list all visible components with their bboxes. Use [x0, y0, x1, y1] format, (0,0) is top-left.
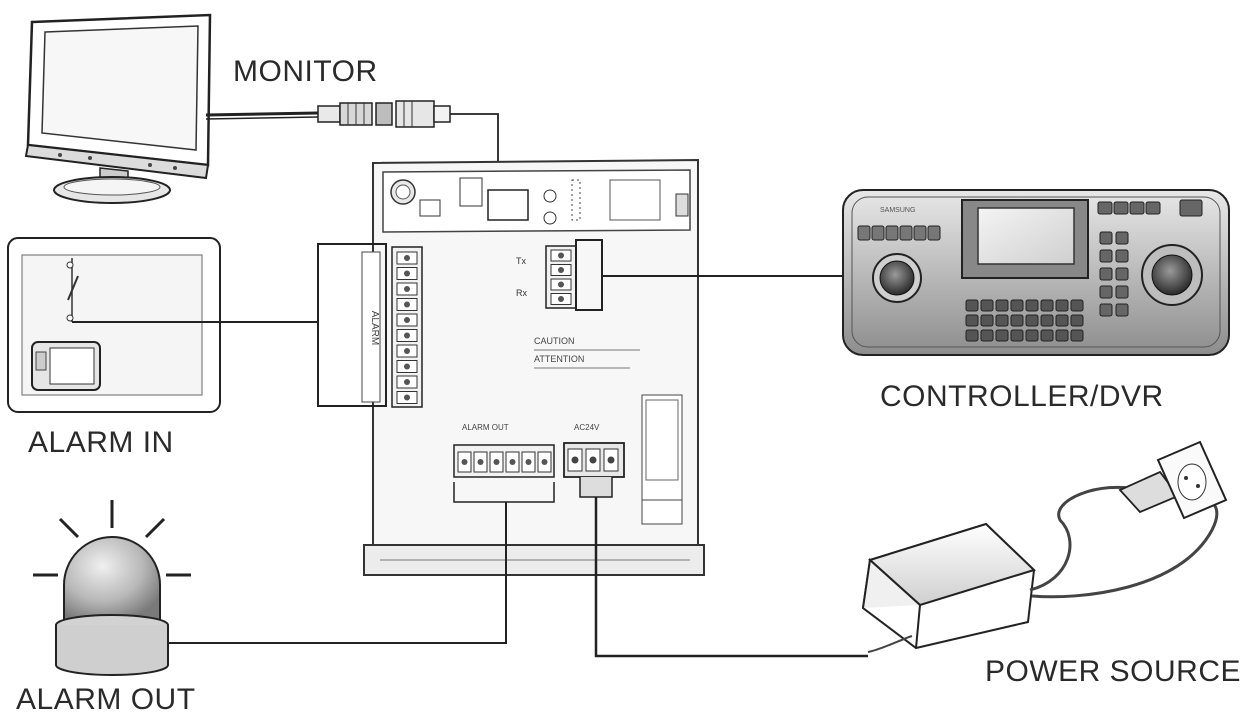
keypad-key [1040, 299, 1054, 312]
controller-button [1099, 285, 1113, 299]
terminal-screw [404, 332, 410, 339]
alarm-out-label: ALARM OUT [16, 683, 196, 716]
keypad-key [1040, 314, 1054, 327]
keypad-key [1010, 314, 1024, 327]
keypad-key [1025, 314, 1039, 327]
terminal-screw [525, 459, 532, 465]
controller-button [1115, 303, 1129, 317]
controller-button [871, 225, 885, 241]
controller-button [1115, 231, 1129, 245]
svg-text:Tx: Tx [516, 256, 526, 266]
power-block-text: AC24V [574, 423, 600, 432]
controller-button [1115, 285, 1129, 299]
terminal-screw [558, 252, 564, 259]
keypad-key [1010, 299, 1024, 312]
keypad-key [1070, 299, 1084, 312]
terminal-screw [477, 459, 484, 465]
keypad-key [1025, 329, 1039, 342]
keypad-key [980, 299, 994, 312]
keypad-key [965, 329, 979, 342]
controller-brand-text: SAMSUNG [880, 207, 915, 214]
terminal-screw [404, 286, 410, 292]
alarm-in-sensor [7, 237, 221, 413]
terminal-screw [404, 379, 410, 385]
keypad-key [1055, 329, 1069, 342]
keypad-key [980, 329, 994, 342]
terminal-screw [404, 317, 410, 323]
controller-button [1113, 201, 1129, 215]
controller-button [1099, 231, 1113, 245]
alarm-in-pins [396, 251, 418, 404]
keypad-key [995, 329, 1009, 342]
controller-button [1099, 249, 1113, 263]
keypad-key [1025, 299, 1039, 312]
keypad-key [1055, 299, 1069, 312]
controller-dvr-label: CONTROLLER/DVR [880, 380, 1164, 413]
terminal-screw [509, 459, 516, 465]
power-source-device [861, 440, 1228, 650]
terminal-screw [404, 255, 410, 261]
controller-button [1097, 201, 1113, 215]
terminal-screw [404, 363, 410, 370]
terminal-screw [493, 459, 500, 465]
controller-button [885, 225, 899, 241]
main-board: ALARM Tx Rx CAUTION ATTENTION ALARM OUT … [317, 158, 705, 576]
alarm-out-beacon [33, 500, 191, 676]
terminal-screw [461, 459, 468, 465]
controller-button [1129, 201, 1145, 215]
keypad-key [980, 314, 994, 327]
terminal-screw [558, 296, 564, 302]
controller-dvr-device: SAMSUNG [842, 189, 1230, 356]
keypad-key [1070, 314, 1084, 327]
power-wire [594, 497, 868, 658]
controller-button [1145, 201, 1161, 215]
terminal-screw [607, 456, 615, 464]
controller-button [1099, 267, 1113, 281]
terminal-screw [404, 270, 410, 277]
monitor-label: MONITOR [233, 55, 378, 88]
keypad-key [1055, 314, 1069, 327]
controller-button [899, 225, 913, 241]
alarm-out-wire [168, 502, 507, 644]
monitor-device [24, 13, 212, 204]
caution-text: CAUTION [534, 336, 575, 346]
terminal-screw [404, 301, 410, 308]
keypad-key [1040, 329, 1054, 342]
keypad-key [1070, 329, 1084, 342]
power-pins [567, 448, 619, 472]
terminal-screw [558, 267, 564, 273]
terminal-screw [404, 394, 410, 401]
alarm-terminal-text: ALARM [369, 311, 380, 345]
terminal-screw [558, 281, 564, 288]
terminal-screw [571, 456, 579, 464]
controller-button [927, 225, 941, 241]
power-source-label: POWER SOURCE [985, 655, 1242, 688]
terminal-screw [589, 456, 597, 464]
video-cable [205, 100, 499, 180]
controller-button [857, 225, 871, 241]
alarm-out-pins [457, 451, 552, 473]
keypad-key [1010, 329, 1024, 342]
controller-button [913, 225, 927, 241]
keypad-key [965, 314, 979, 327]
controller-button [1099, 303, 1113, 317]
alarm-out-block-text: ALARM OUT [462, 423, 509, 432]
keypad-key [965, 299, 979, 312]
attention-text: ATTENTION [534, 354, 584, 364]
terminal-screw [404, 348, 410, 354]
rs485-pins [550, 249, 572, 305]
svg-text:Rx: Rx [516, 288, 527, 298]
keypad-key [995, 299, 1009, 312]
terminal-screw [541, 459, 548, 465]
alarm-in-label: ALARM IN [28, 426, 174, 459]
controller-button [1115, 249, 1129, 263]
controller-button [1115, 267, 1129, 281]
keypad-key [995, 314, 1009, 327]
